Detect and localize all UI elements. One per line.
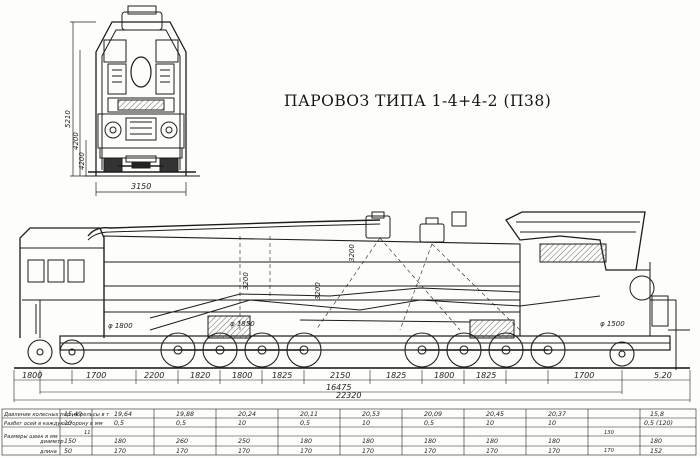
- boiler-vertical-label: 3200: [242, 272, 250, 290]
- table-cell: 152: [650, 448, 662, 455]
- total-wheelbase: 16475: [326, 383, 351, 392]
- boiler-vertical-label: 3200: [314, 282, 322, 300]
- table-cell: 250: [238, 438, 250, 445]
- table-cell: 19,64: [114, 411, 132, 418]
- axle-spacing-label: 1700: [86, 371, 106, 380]
- table-cell: 0,5: [424, 420, 434, 427]
- table-cell: 180: [362, 438, 374, 445]
- table-cell: 170: [238, 448, 250, 455]
- table-cell: 170: [424, 448, 436, 455]
- table-cell: 19,88: [176, 411, 194, 418]
- end-dimension: 5.20: [654, 371, 672, 380]
- table-cell: 180: [114, 438, 126, 445]
- diameter-label: φ 1800: [108, 322, 133, 330]
- side-view-dimensions: [13, 370, 691, 402]
- wheel-set: [27, 332, 635, 368]
- table-cell: 20,37: [548, 411, 566, 418]
- table-cell: 180: [548, 438, 560, 445]
- axle-spacing-label: 1825: [476, 371, 496, 380]
- table-cell: 180: [300, 438, 312, 445]
- table-cell: 15,8: [650, 411, 664, 418]
- axle-spacing-label: 1800: [232, 371, 252, 380]
- table-cell: 10: [486, 420, 494, 427]
- row-label-length: длина: [39, 449, 57, 455]
- table-cell: 11: [84, 430, 91, 436]
- table-cell: 20,11: [300, 411, 318, 418]
- axle-spacing-label: 1800: [22, 371, 42, 380]
- table-cell: 10: [362, 420, 370, 427]
- table-cell: 10: [238, 420, 246, 427]
- axle-spacing-label: 1825: [386, 371, 406, 380]
- row-label-play: Разбег осей в каждую сторону в мм: [4, 421, 103, 427]
- table-cell: 0,5: [114, 420, 124, 427]
- table-cell: 170: [604, 448, 615, 454]
- front-view-dimensions: [70, 21, 187, 196]
- front-height-dim-2: 4200: [72, 132, 80, 150]
- table-cell: 15,49: [64, 411, 82, 418]
- table-cell: 10: [548, 420, 556, 427]
- table-cell: 20,24: [238, 411, 256, 418]
- front-height-dim: 5210: [64, 110, 72, 128]
- boiler-vertical-label: 3200: [348, 244, 356, 262]
- table-cell: 180: [486, 438, 498, 445]
- row-label-diameter: диаметр: [39, 439, 64, 445]
- front-view: [84, 5, 200, 177]
- table-cell: 0,5: [300, 420, 310, 427]
- axle-spacing-label: 2150: [330, 371, 350, 380]
- table-cell: 170: [300, 448, 312, 455]
- table-cell: 150: [64, 438, 76, 445]
- table-cell: 170: [486, 448, 498, 455]
- table-cell: 20,45: [486, 411, 504, 418]
- table-cell: 260: [176, 438, 188, 445]
- table-cell: 0,5 (120): [644, 420, 673, 427]
- front-width-dim: 3150: [131, 182, 151, 191]
- axle-spacing-label: 1800: [434, 371, 454, 380]
- row-label-journal: Размеры шеек в мм: [4, 434, 58, 440]
- drawing-title: ПАРОВОЗ ТИПА 1-4+4-2 (П38): [284, 92, 552, 110]
- axle-spacing-label: 1700: [574, 371, 594, 380]
- table-cell: 170: [362, 448, 374, 455]
- table-cell: 170: [114, 448, 126, 455]
- table-cell: 20,09: [424, 411, 442, 418]
- side-view: [19, 211, 690, 370]
- table-cell: 170: [548, 448, 560, 455]
- table-cell: 10: [64, 420, 72, 427]
- axle-spacing-label: 1820: [190, 371, 210, 380]
- total-length: 22320: [336, 391, 361, 400]
- front-height-dim-3: 4200: [78, 152, 86, 170]
- diameter-label: φ 1850: [230, 320, 255, 328]
- table-cell: 180: [650, 438, 662, 445]
- table-cell: 180: [424, 438, 436, 445]
- axle-spacing-label: 1825: [272, 371, 292, 380]
- table-cell: 170: [176, 448, 188, 455]
- table-cell: 130: [604, 430, 615, 436]
- row-label-load: Давление колесных пар на рельсы в т: [3, 412, 110, 418]
- diameter-label: φ 1500: [600, 320, 625, 328]
- axle-spacing-label: 2200: [144, 371, 164, 380]
- table-cell: 0,5: [176, 420, 186, 427]
- table-cell: 50: [64, 448, 72, 455]
- axle-table: [1, 408, 697, 456]
- table-cell: 20,53: [362, 411, 380, 418]
